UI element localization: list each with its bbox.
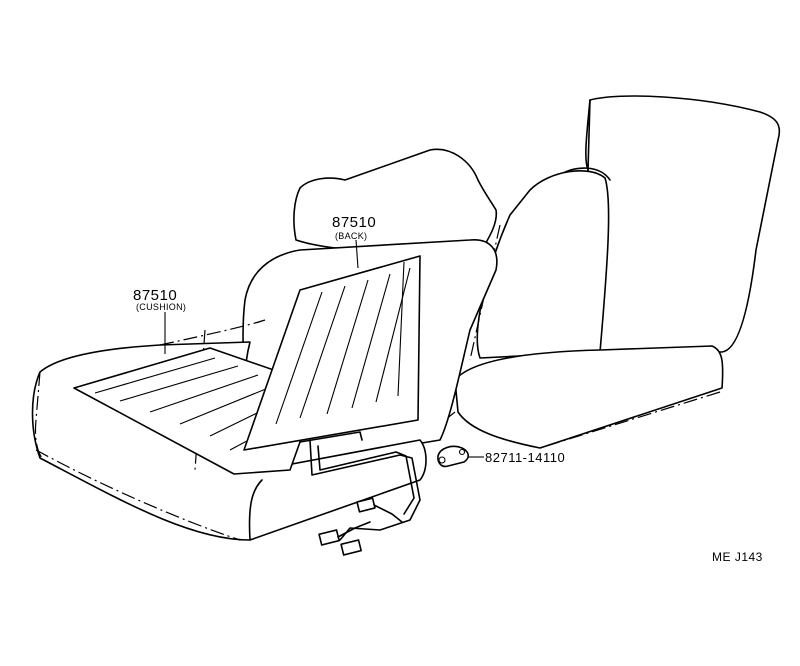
back-heater-pad [243, 255, 421, 451]
back-part-number: 87510 [332, 214, 376, 231]
wire-clip [437, 445, 470, 468]
cushion-description: (CUSHION) [136, 302, 186, 312]
wire-harness [299, 431, 421, 556]
cushion-part-number: 87510 [133, 287, 177, 304]
figure-code: ME J143 [712, 550, 763, 564]
leader-lines [164, 239, 484, 458]
passenger-seat [429, 95, 781, 449]
wire-part-number: 82711-14110 [485, 450, 565, 465]
driver-seat [31, 148, 498, 556]
back-description: (BACK) [335, 231, 367, 241]
